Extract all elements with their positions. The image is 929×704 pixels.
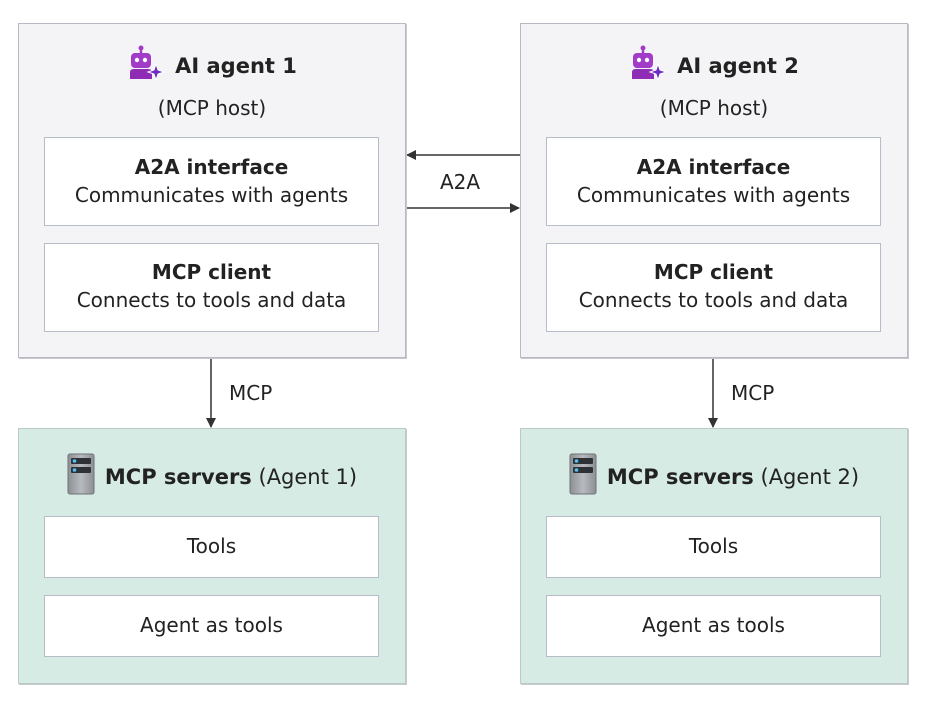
a2a-label: A2A bbox=[440, 170, 481, 194]
agent-1-a2a-interface: A2A interface Communicates with agents bbox=[44, 137, 379, 226]
mcp-client-title: MCP client bbox=[151, 260, 272, 284]
mcp-client-title: MCP client bbox=[653, 260, 774, 284]
mcp-servers-agent-label: (Agent 1) bbox=[258, 464, 358, 489]
mcp-servers-title: MCP servers bbox=[606, 464, 754, 489]
agent-as-tools-box: Agent as tools bbox=[44, 595, 379, 657]
server-icon bbox=[569, 453, 597, 500]
agent-2-a2a-interface: A2A interface Communicates with agents bbox=[546, 137, 881, 226]
robot-sparkle-icon bbox=[127, 44, 166, 87]
a2a-interface-desc: Communicates with agents bbox=[74, 183, 349, 207]
agent-1-panel: AI agent 1 (MCP host) A2A interface Comm… bbox=[18, 23, 406, 358]
agent-as-tools-box: Agent as tools bbox=[546, 595, 881, 657]
mcp-label-agent-1: MCP bbox=[229, 381, 273, 405]
mcp-servers-agent-1-panel: MCP servers (Agent 1) Tools Agent as too… bbox=[18, 428, 406, 684]
mcp-client-desc: Connects to tools and data bbox=[578, 288, 849, 312]
agent-2-title: AI agent 2 bbox=[677, 53, 799, 78]
mcp-servers-title: MCP servers bbox=[104, 464, 252, 489]
agent-2-mcp-client: MCP client Connects to tools and data bbox=[546, 243, 881, 332]
mcp-servers-agent-label: (Agent 2) bbox=[760, 464, 860, 489]
a2a-interface-title: A2A interface bbox=[636, 155, 791, 179]
mcp-label-agent-2: MCP bbox=[731, 381, 775, 405]
mcp-servers-agent-2-panel: MCP servers (Agent 2) Tools Agent as too… bbox=[520, 428, 908, 684]
agent-1-title: AI agent 1 bbox=[175, 53, 297, 78]
agent-1-host-label: (MCP host) bbox=[157, 96, 267, 120]
agent-2-host-label: (MCP host) bbox=[659, 96, 769, 120]
agent-2-panel: AI agent 2 (MCP host) A2A interface Comm… bbox=[520, 23, 908, 358]
tools-box: Tools bbox=[44, 516, 379, 578]
a2a-interface-title: A2A interface bbox=[134, 155, 289, 179]
robot-sparkle-icon bbox=[629, 44, 668, 87]
agent-1-mcp-client: MCP client Connects to tools and data bbox=[44, 243, 379, 332]
tools-box: Tools bbox=[546, 516, 881, 578]
server-icon bbox=[67, 453, 95, 500]
mcp-client-desc: Connects to tools and data bbox=[76, 288, 347, 312]
a2a-interface-desc: Communicates with agents bbox=[576, 183, 851, 207]
